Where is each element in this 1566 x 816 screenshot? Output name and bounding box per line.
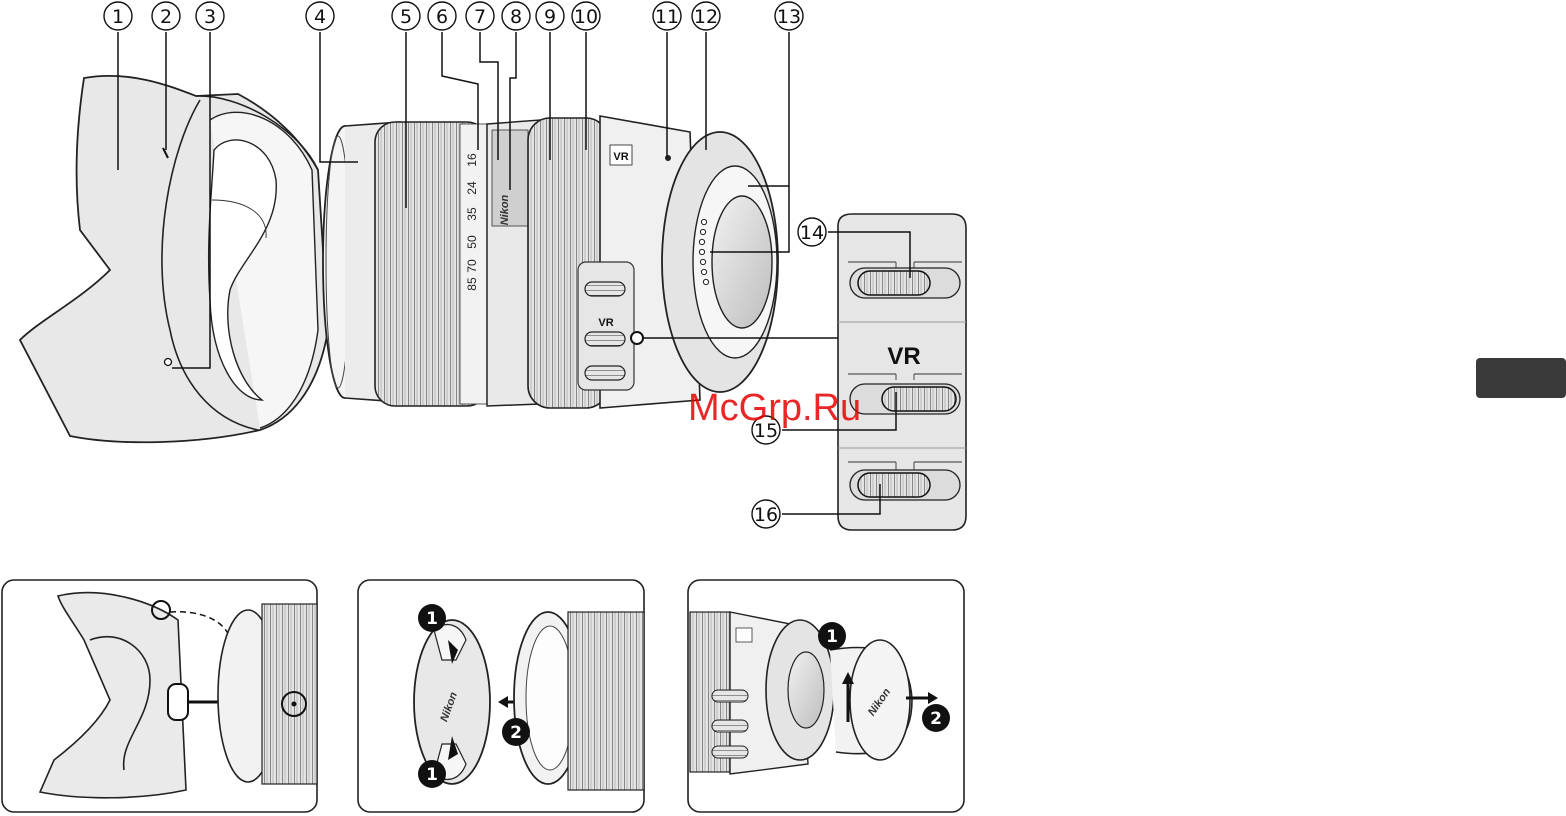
step-marker-label: 1 [426,765,438,785]
step-marker-label: 1 [826,627,838,647]
step-marker-label: 1 [426,609,438,629]
mounting-index [665,155,671,161]
callout-label-14: 14 [800,222,824,244]
step-marker-label: 2 [930,709,942,729]
rear-cap-panel: Nikon [688,580,964,812]
step-marker-label: 2 [510,723,522,743]
callout-label-6: 6 [436,6,448,28]
hood-attach-panel [2,580,317,812]
rear-lens-element [712,196,772,328]
callout-label-16: 16 [754,504,778,526]
vr-on-off-switch [882,387,956,411]
lens-hood [20,76,328,442]
hood-mounting-index [165,359,172,366]
focal-scale-24: 24 [465,181,479,195]
vr-body-badge: VR [613,151,628,163]
front-cap-panel: Nikon [358,580,644,812]
focus-mode-switch [858,271,930,295]
callout-label-1: 1 [112,6,124,28]
callout-label-10: 10 [574,6,598,28]
vr-barrel-label: VR [598,317,613,329]
focal-scale-85: 85 [465,277,479,291]
focal-scale-50: 50 [465,235,479,249]
side-tab [1476,358,1566,398]
focal-scale-35: 35 [465,207,479,221]
callout-label-12: 12 [694,6,718,28]
callout-label-3: 3 [204,6,216,28]
callout-label-7: 7 [474,6,486,28]
callout-label-2: 2 [160,6,172,28]
vr-switch-label: VR [887,343,920,370]
callout-label-11: 11 [655,6,679,28]
focal-scale-70: 70 [465,259,479,273]
switch-detail-panel: VR [838,214,966,530]
vr-mode-switch [858,473,930,497]
switch-callout-origin [631,332,643,344]
callout-label-8: 8 [510,6,522,28]
focal-scale-16: 16 [465,153,479,167]
callout-label-13: 13 [777,6,801,28]
watermark: McGrp.Ru [688,387,861,429]
callout-label-5: 5 [400,6,412,28]
callout-label-4: 4 [314,6,326,28]
callout-label-9: 9 [544,6,556,28]
brand-mark-barrel: Nikon [499,194,511,225]
